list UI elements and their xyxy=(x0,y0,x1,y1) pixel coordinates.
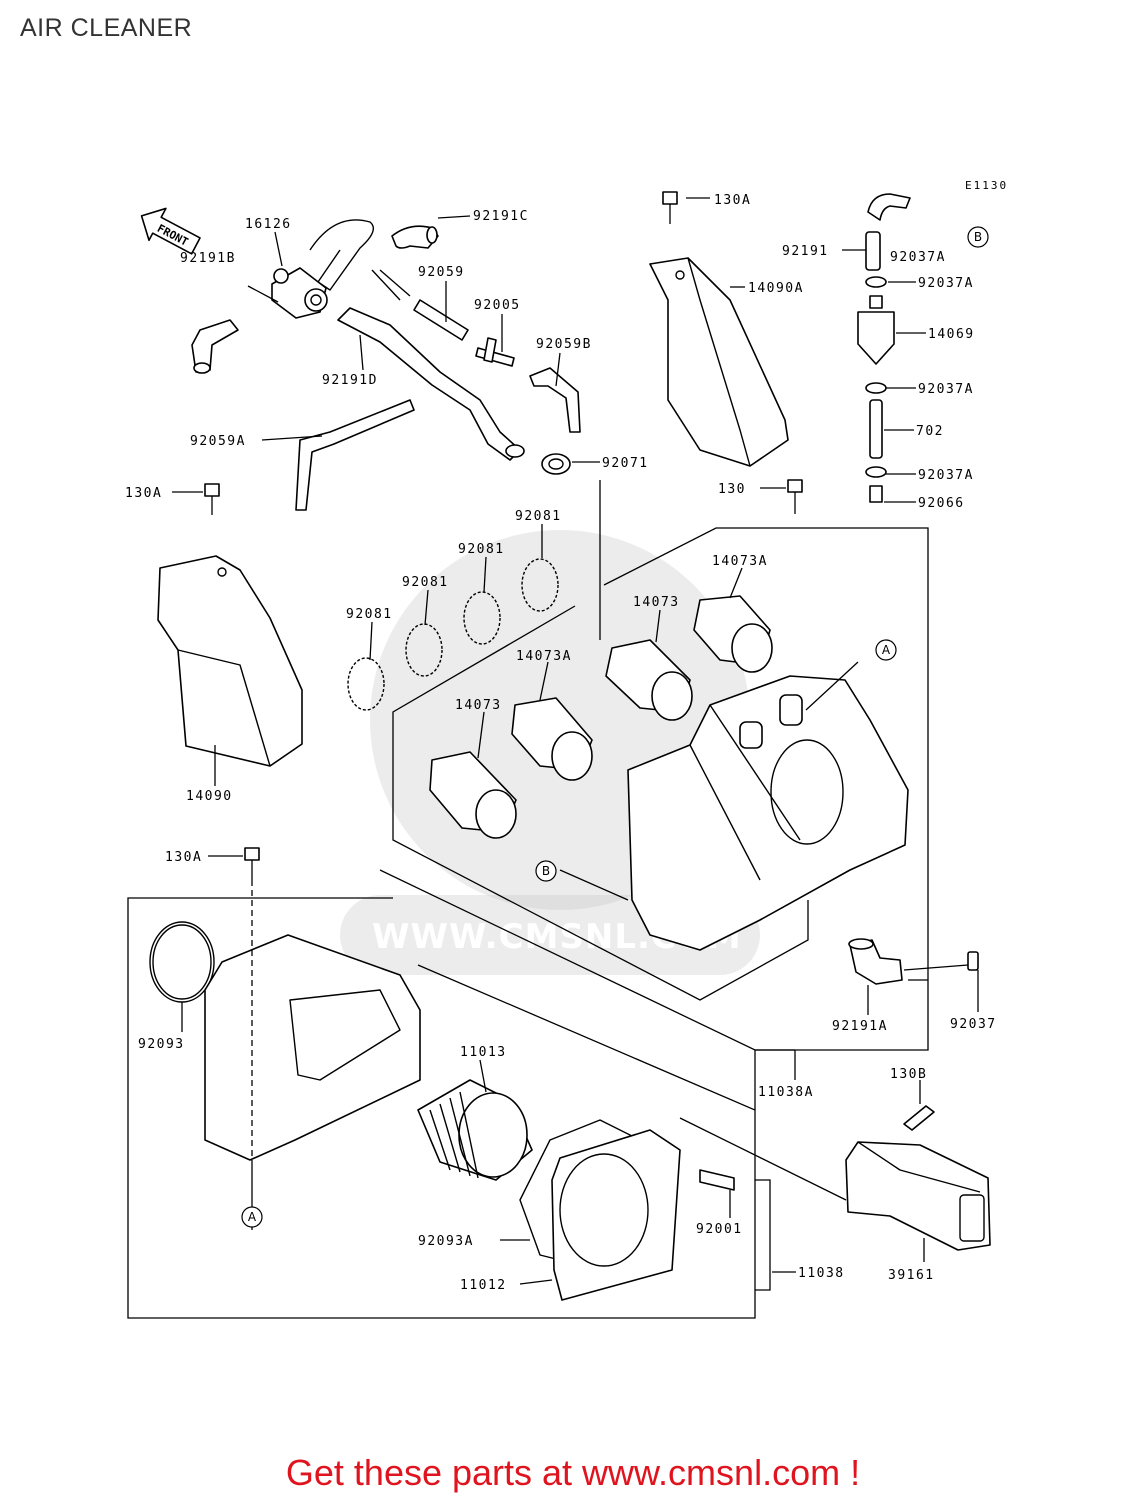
svg-text:A: A xyxy=(882,643,891,657)
housing-11038a-shape xyxy=(627,675,909,951)
hose-92191b-shape xyxy=(191,319,239,374)
ref-circle-b-top: B xyxy=(967,226,989,248)
part-label-92059[interactable]: 92059 xyxy=(418,265,465,280)
bolt-130b-shape xyxy=(903,1105,935,1131)
part-label-11012[interactable]: 11012 xyxy=(460,1278,507,1293)
part-label-39161[interactable]: 39161 xyxy=(888,1268,935,1283)
part-label-92093a[interactable]: 92093A xyxy=(418,1234,474,1249)
ref-circle-b-mid: B xyxy=(535,860,557,882)
spring-clamps-92081-shape xyxy=(347,558,559,711)
cover-14090a-shape xyxy=(649,257,789,467)
part-label-92037a-2[interactable]: 92037A xyxy=(918,276,974,291)
part-label-92037a-1[interactable]: 92037A xyxy=(890,250,946,265)
part-label-92093[interactable]: 92093 xyxy=(138,1037,185,1052)
hose-92191-shape xyxy=(865,193,911,271)
part-label-11038[interactable]: 11038 xyxy=(798,1266,845,1281)
part-label-16126[interactable]: 16126 xyxy=(245,217,292,232)
part-label-702[interactable]: 702 xyxy=(916,424,944,439)
svg-text:A: A xyxy=(248,1210,257,1224)
part-label-92037a-3[interactable]: 92037A xyxy=(918,382,974,397)
part-label-14073-2[interactable]: 14073 xyxy=(455,698,502,713)
ducts-14073-shape xyxy=(429,595,773,839)
part-label-92081-4[interactable]: 92081 xyxy=(515,509,562,524)
part-label-92191[interactable]: 92191 xyxy=(782,244,829,259)
leader-lines xyxy=(127,197,979,1319)
hose-92191c-shape xyxy=(391,225,439,249)
part-label-92001[interactable]: 92001 xyxy=(696,1222,743,1237)
part-label-14069[interactable]: 14069 xyxy=(928,327,975,342)
part-label-14073-1[interactable]: 14073 xyxy=(633,595,680,610)
part-label-130[interactable]: 130 xyxy=(718,482,746,497)
part-label-92191c[interactable]: 92191C xyxy=(473,209,529,224)
part-label-11038a[interactable]: 11038A xyxy=(758,1085,814,1100)
elbow-92191a-shape xyxy=(848,938,979,985)
hose-92059-shape xyxy=(371,269,469,341)
part-label-14090a[interactable]: 14090A xyxy=(748,281,804,296)
bolt-130-shape xyxy=(787,479,803,514)
tee-92005-shape xyxy=(475,337,515,367)
hose-92059b-shape xyxy=(529,367,581,433)
svg-text:B: B xyxy=(542,864,550,878)
element-11013-shape xyxy=(417,1079,533,1181)
bolt-130a-left-shape xyxy=(204,483,220,515)
part-label-92066[interactable]: 92066 xyxy=(918,496,965,511)
part-label-11013[interactable]: 11013 xyxy=(460,1045,507,1060)
ref-circle-a-mid: A xyxy=(875,639,897,661)
cover-11012-shape xyxy=(551,1129,681,1301)
part-label-130a-top[interactable]: 130A xyxy=(714,193,751,208)
part-label-130a-left[interactable]: 130A xyxy=(125,486,162,501)
parts-diagram: WWW.CMSNL.COM E1130 FRONT xyxy=(125,179,1008,1319)
part-label-92191b[interactable]: 92191B xyxy=(180,251,236,266)
part-label-14073a-1[interactable]: 14073A xyxy=(712,554,768,569)
hose-92059a-shape xyxy=(295,399,415,511)
part-label-92071[interactable]: 92071 xyxy=(602,456,649,471)
part-label-92037a-4[interactable]: 92037A xyxy=(918,468,974,483)
hose-92191d-shape xyxy=(337,307,525,461)
footer-link[interactable]: Get these parts at www.cmsnl.com ! xyxy=(285,1452,861,1493)
page-title: AIR CLEANER xyxy=(20,14,193,42)
part-label-92059a[interactable]: 92059A xyxy=(190,434,246,449)
part-label-130b[interactable]: 130B xyxy=(890,1067,927,1082)
duct-39161-shape xyxy=(845,1141,991,1251)
bolt-130a-low-shape xyxy=(244,847,260,880)
cover-14090-shape xyxy=(157,555,303,767)
case-11038-shape xyxy=(204,880,421,1161)
part-label-92059b[interactable]: 92059B xyxy=(536,337,592,352)
part-label-130a-low[interactable]: 130A xyxy=(165,850,202,865)
part-label-92005[interactable]: 92005 xyxy=(474,298,521,313)
ref-circle-a-low: A xyxy=(241,1206,263,1228)
part-label-14090[interactable]: 14090 xyxy=(186,789,233,804)
fuel-filter-14069-shape xyxy=(857,276,895,503)
part-label-92081-3[interactable]: 92081 xyxy=(458,542,505,557)
grommet-92071-shape xyxy=(541,453,571,475)
part-label-92081-2[interactable]: 92081 xyxy=(402,575,449,590)
bolt-92001-shape xyxy=(699,1169,735,1191)
part-label-92191a[interactable]: 92191A xyxy=(832,1019,888,1034)
part-label-92081-1[interactable]: 92081 xyxy=(346,607,393,622)
part-label-14073a-2[interactable]: 14073A xyxy=(516,649,572,664)
pcv-valve-16126-shape xyxy=(271,219,374,319)
svg-text:B: B xyxy=(974,230,982,244)
bolt-130a-top-shape xyxy=(662,191,678,224)
part-label-92191d[interactable]: 92191D xyxy=(322,373,378,388)
part-label-92037[interactable]: 92037 xyxy=(950,1017,997,1032)
diagram-code: E1130 xyxy=(965,179,1008,192)
